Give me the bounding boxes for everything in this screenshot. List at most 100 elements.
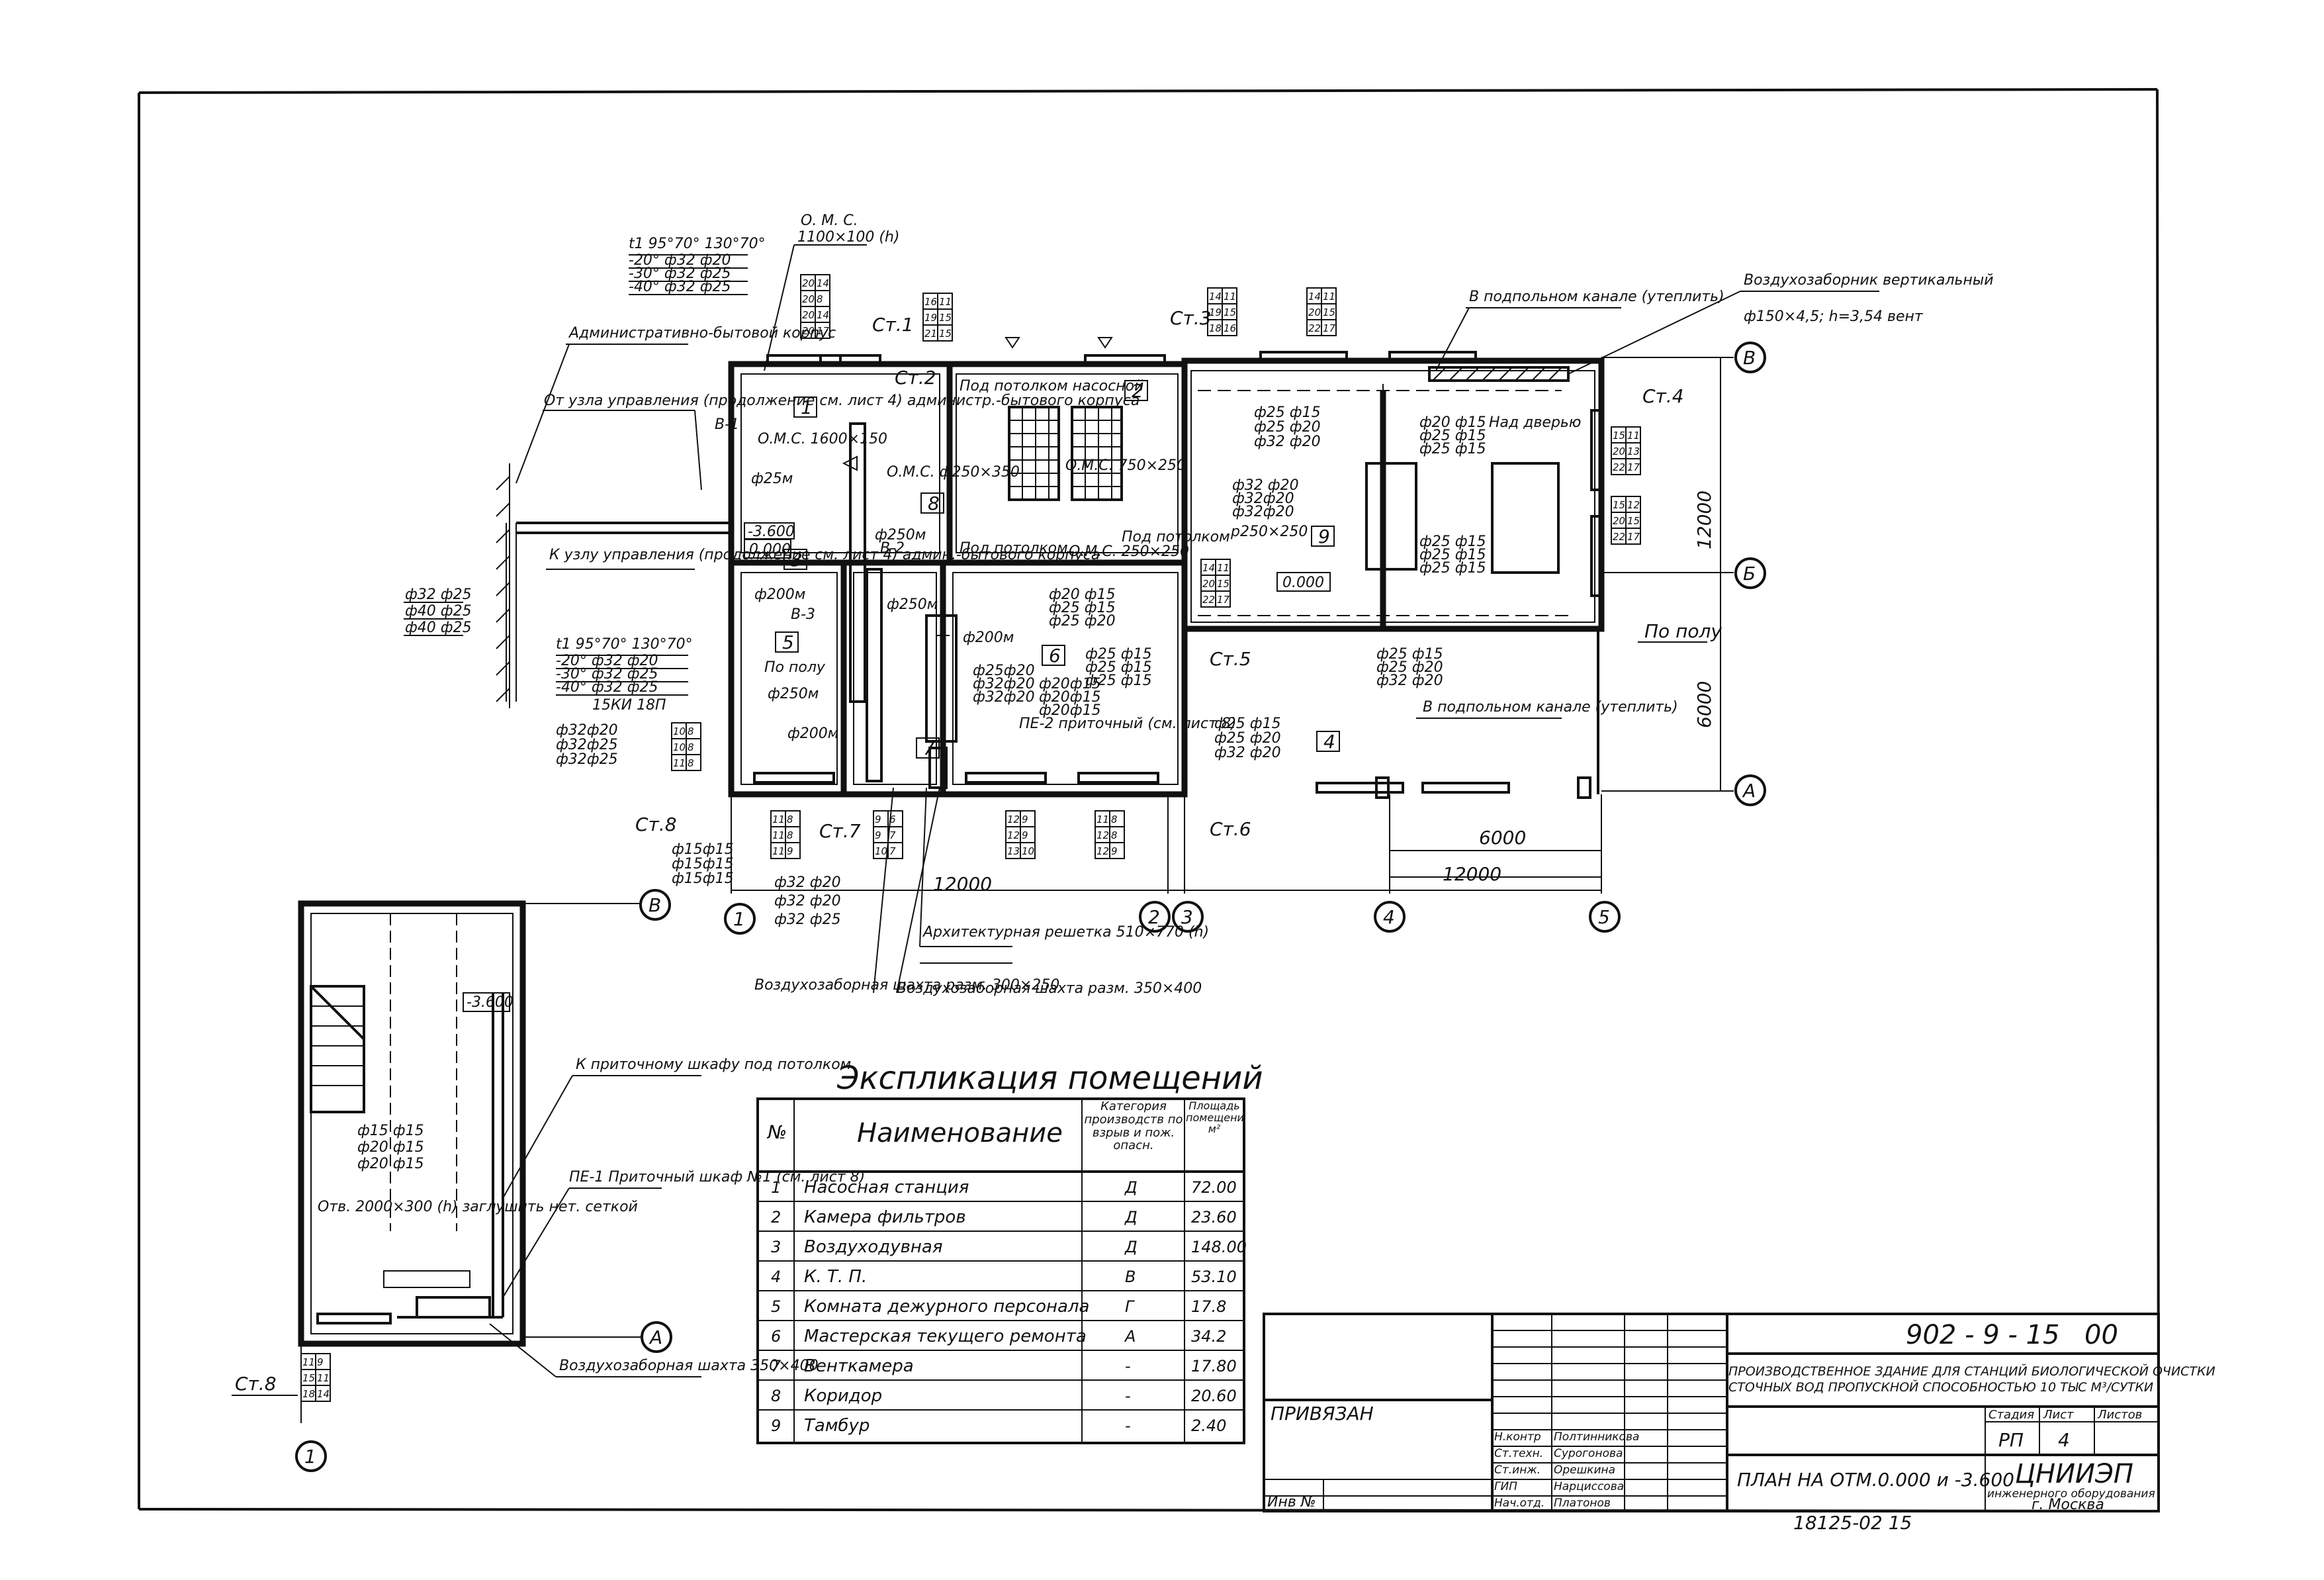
riser-table-cell: 20 bbox=[802, 325, 815, 337]
riser-table-cell: 10 bbox=[875, 845, 887, 857]
from-control-node-callout: От узла управления (продолжение см. лист… bbox=[543, 393, 1140, 490]
riser-table-cell: 12 bbox=[1007, 813, 1020, 825]
explication-row-category: Д bbox=[1124, 1208, 1138, 1227]
oms-top-size: 1100×100 (h) bbox=[797, 229, 900, 246]
org-name: ЦНИИЭП bbox=[2015, 1459, 2133, 1489]
air-intake-hatch bbox=[1428, 366, 1570, 382]
in-channel-top-label: В подпольном канале (утеплить) bbox=[1469, 289, 1724, 305]
riser-table-cell: 21 bbox=[924, 328, 937, 340]
pipes-room3-b-1: ф25 ф15 bbox=[1376, 646, 1443, 663]
room-3-number: 3 bbox=[791, 549, 803, 571]
riser-table-cell: 9 bbox=[1022, 829, 1028, 841]
elevation-0-right: 0.000 bbox=[1282, 575, 1324, 591]
to-supply-cabinet-label: К приточному шкафу под потолком bbox=[576, 1056, 851, 1073]
dim-12000-horizontal-2: 12000 bbox=[933, 873, 992, 895]
pipe-legend-mid-header: t1 95°70° 130°70° bbox=[556, 636, 693, 653]
riser-table-cell: 15 bbox=[1224, 306, 1236, 318]
room-7-number: 7 bbox=[923, 737, 935, 759]
explication-row-area: 2.40 bbox=[1191, 1417, 1226, 1435]
duct-d200-1: ф200м bbox=[754, 586, 805, 603]
supply-pe2-label: ПЕ-2 приточный (см. лист 8) bbox=[1019, 716, 1236, 732]
room-5-number: 5 bbox=[782, 631, 794, 653]
pipe-legend-top bbox=[629, 254, 748, 295]
riser-table-cell: 8 bbox=[688, 725, 694, 737]
riser-table-cell: 20 bbox=[1613, 515, 1625, 527]
explication-header-category: Категория производств по взрыв и пож. оп… bbox=[1084, 1100, 1183, 1153]
signature-role: Ст.инж. bbox=[1494, 1464, 1541, 1477]
sheet-title: ПЛАН НА ОТМ.0.000 и -3.600 bbox=[1737, 1469, 2014, 1491]
axis-a2-label: А bbox=[648, 1326, 662, 1348]
riser-table-cell: 8 bbox=[787, 813, 793, 825]
supply-cabinet-callout bbox=[489, 1075, 701, 1377]
riser-table-cell: 20 bbox=[1308, 306, 1321, 318]
room-9-number: 9 bbox=[1318, 526, 1330, 547]
riser-table-cell: 15 bbox=[939, 328, 952, 340]
riser-table-cell: 20 bbox=[1613, 445, 1625, 457]
riser-table-cell: 8 bbox=[1111, 813, 1118, 825]
doc-suffix: 00 bbox=[2084, 1320, 2118, 1350]
riser-table-cell: 8 bbox=[688, 741, 694, 753]
riser-table-cell: 12 bbox=[1007, 829, 1020, 841]
riser-table-cell: 10 bbox=[673, 741, 686, 753]
explication-row-no: 2 bbox=[771, 1208, 781, 1227]
riser-table-cell: 15 bbox=[1217, 578, 1229, 590]
explication-row-name: Камера фильтров bbox=[804, 1207, 966, 1227]
pipes-room3-t-1: ф25 ф15 bbox=[1254, 404, 1321, 421]
riser-table-cell: 16 bbox=[924, 296, 937, 308]
sheet-header: Лист bbox=[2043, 1408, 2074, 1422]
explication-row-no: 5 bbox=[771, 1297, 781, 1316]
doc-code: 902 - 9 - 15 bbox=[1906, 1320, 2059, 1350]
axis-v-label: В bbox=[1743, 347, 1756, 369]
riser-table-cell: 8 bbox=[787, 829, 793, 841]
pipe-legend-mid-row-1: -20° ф32 ф20 bbox=[556, 653, 658, 669]
riser-table-cell: 12 bbox=[1096, 845, 1109, 857]
riser-table-st3b bbox=[1306, 287, 1337, 336]
shaft-1-label: Воздухозаборная шахта разм. 300×250 bbox=[754, 977, 1059, 994]
pipe-legend-top-row-2: -30° ф32 ф25 bbox=[629, 265, 731, 282]
opening-label: Отв. 2000×300 (h) заглушить нет. сеткой bbox=[318, 1199, 638, 1215]
riser-table-cell: 15 bbox=[1323, 306, 1335, 318]
pipes-st6-1: ф25 ф15 bbox=[1214, 716, 1281, 732]
explication-title: Экспликация помещений bbox=[836, 1060, 1263, 1097]
riser-table-cell: 20 bbox=[802, 309, 815, 321]
riser-table-cell: 11 bbox=[1224, 291, 1236, 302]
explication-row-name: Воздуходувная bbox=[804, 1237, 943, 1257]
explication-header-name: Наименование bbox=[857, 1118, 1063, 1148]
explication-row-area: 148.00 bbox=[1191, 1238, 1247, 1256]
riser-table-st5 bbox=[1200, 559, 1231, 608]
pipes-room3-t-2: ф25 ф20 bbox=[1254, 419, 1321, 436]
riser-st5-label: Ст.5 bbox=[1210, 648, 1251, 670]
room-1-number: 1 bbox=[801, 396, 813, 418]
over-door-label: Над дверью bbox=[1489, 414, 1581, 431]
privyazan-label: ПРИВЯЗАН bbox=[1271, 1403, 1374, 1424]
explication-row-no: 9 bbox=[771, 1417, 781, 1435]
org-line-2: инженерного оборудования bbox=[1987, 1487, 2155, 1501]
pipe-legend-mid-row-3: -40° ф32 ф25 bbox=[556, 679, 658, 696]
riser-table-cell: 14 bbox=[817, 277, 829, 289]
pipes-room3-r-2: ф25 ф15 bbox=[1419, 428, 1486, 444]
pipes-st6-3: ф32 ф20 bbox=[1214, 745, 1281, 761]
pipes-room7-1: ф25ф20 bbox=[973, 663, 1035, 679]
riser-table-cell: 20 bbox=[802, 293, 815, 305]
riser-table-cell: 17 bbox=[1627, 531, 1640, 543]
org-city: г. Москва bbox=[2032, 1497, 2104, 1513]
doc-title-line-1: ПРОИЗВОДСТВЕННОЕ ЗДАНИЕ ДЛЯ СТАНЦИЙ БИОЛ… bbox=[1728, 1364, 2215, 1379]
axis-b-label: Б bbox=[1743, 563, 1756, 584]
bottom-stamp: 18125-02 15 bbox=[1793, 1512, 1912, 1534]
pipes-room7-2: ф32ф20 bbox=[973, 676, 1035, 692]
pipes-room6b-1: ф25 ф15 bbox=[1085, 646, 1152, 663]
explication-row-no: 3 bbox=[771, 1238, 781, 1256]
riser-table-st7a bbox=[671, 722, 701, 771]
to-control-node-text: К узлу управления (продолжение см. лист … bbox=[549, 547, 1100, 563]
dim-12000-vertical: 12000 bbox=[1693, 490, 1715, 549]
riser-table-cell: 8 bbox=[688, 757, 694, 769]
riser-table-st6a bbox=[1005, 810, 1036, 859]
under-ceiling-pump-label: Под потолком насосной bbox=[960, 378, 1143, 395]
pipes-room7-3: ф32ф20 bbox=[973, 689, 1035, 706]
explication-row-category: Д bbox=[1124, 1178, 1138, 1197]
title-block bbox=[1263, 1313, 2160, 1512]
pipe-list-left bbox=[404, 602, 463, 636]
axis-1b-label: 1 bbox=[304, 1446, 316, 1467]
fan-v1-label: В-1 bbox=[715, 416, 739, 433]
